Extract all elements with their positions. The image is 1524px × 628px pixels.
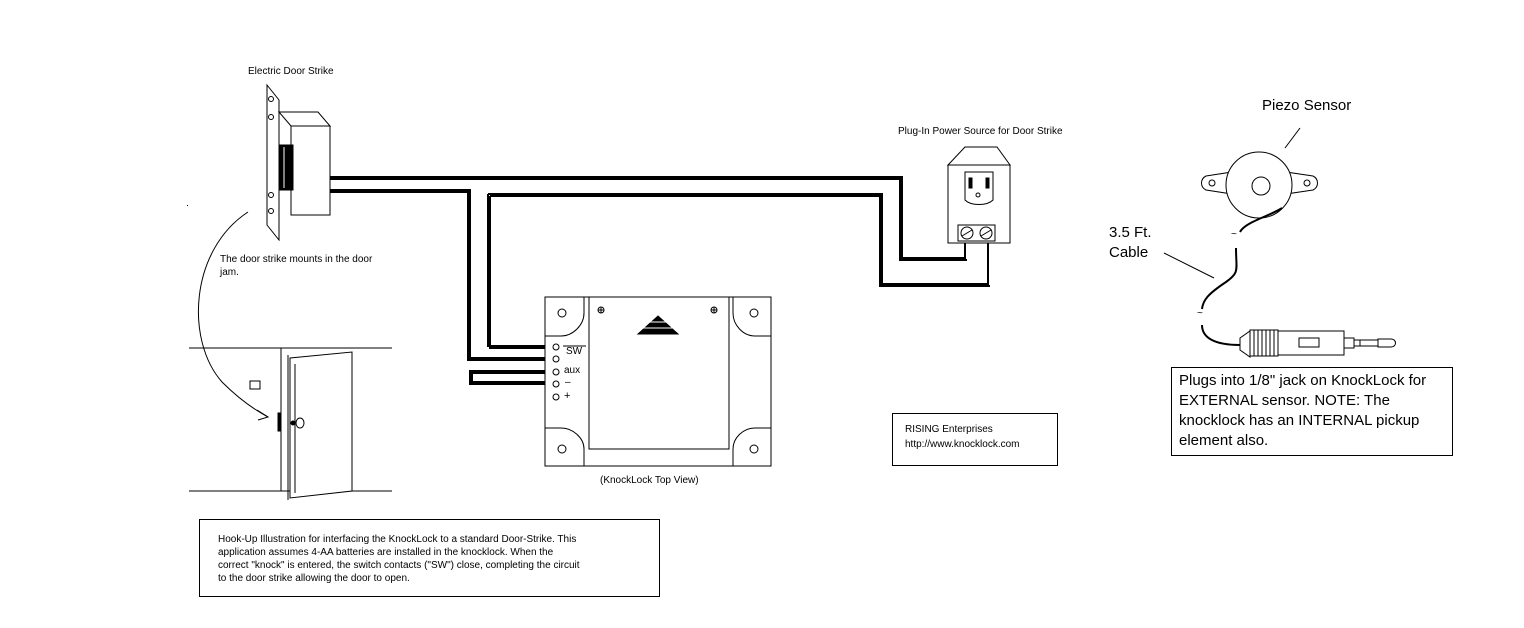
knocklock-unit (544, 296, 772, 467)
cable-label-line2: Cable (1109, 244, 1149, 261)
rising-url: http://www.knocklock.com (905, 439, 1020, 450)
terminal-aux-label: aux (564, 365, 581, 376)
terminal-minus-label: – (565, 377, 571, 388)
piezo-sensor (1163, 127, 1396, 358)
hookup-note-line: application assumes 4-AA batteries are i… (218, 547, 554, 558)
jack-note-line: EXTERNAL sensor. NOTE: The (1179, 392, 1390, 409)
door-strike (266, 83, 332, 242)
jack-note-line: knocklock has an INTERNAL pickup (1179, 412, 1420, 429)
rising-line1: RISING Enterprises (905, 424, 993, 435)
piezo-title: Piezo Sensor (1262, 97, 1352, 114)
wiring (330, 176, 990, 385)
hookup-note-line: to the door strike allowing the door to … (218, 573, 410, 584)
rising-enterprises-box: RISING Enterprises http://www.knocklock.… (892, 413, 1058, 466)
power-source-title: Plug-In Power Source for Door Strike (898, 126, 1063, 137)
door-illustration (189, 347, 392, 500)
hookup-note-box: Hook-Up Illustration for interfacing the… (199, 519, 660, 597)
door-strike-title: Electric Door Strike (248, 66, 334, 77)
cable-break-mark-lower: ~ (1197, 308, 1203, 319)
door-strike-note-line2: jam. (220, 267, 239, 278)
hookup-note-line: correct "knock" is entered, the switch c… (218, 560, 580, 571)
terminal-plus-label: + (564, 390, 571, 402)
jack-note-line: Plugs into 1/8" jack on KnockLock for (1179, 372, 1427, 389)
mount-arrow (197, 211, 270, 421)
power-source (946, 146, 1011, 244)
hookup-note-line: Hook-Up Illustration for interfacing the… (218, 534, 577, 545)
cable-break-mark-upper: ~ (1231, 229, 1237, 240)
jack-note-box: Plugs into 1/8" jack on KnockLock for EX… (1171, 367, 1453, 456)
cable-label-line1: 3.5 Ft. (1109, 224, 1152, 241)
jack-note-line: element also. (1179, 432, 1269, 449)
knocklock-caption: (KnockLock Top View) (600, 475, 699, 486)
door-strike-note-line1: The door strike mounts in the door (220, 254, 373, 265)
stray-dot (187, 205, 188, 206)
terminal-sw-label: SW (566, 346, 583, 357)
